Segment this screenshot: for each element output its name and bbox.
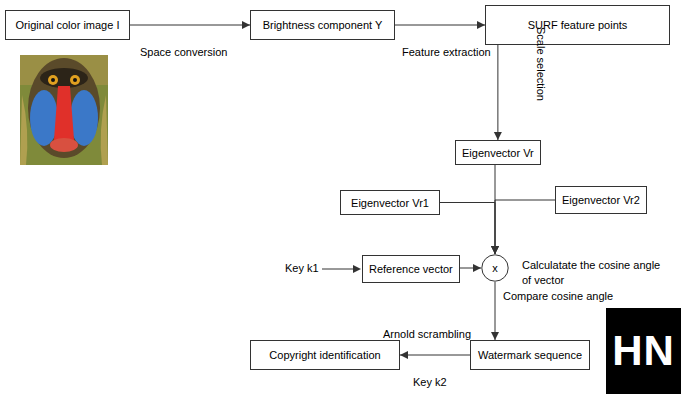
- connector-line: [495, 200, 555, 254]
- connector-line: [440, 203, 495, 255]
- process-box: Watermark sequence: [470, 340, 590, 370]
- process-box: Eigenvector Vr1: [340, 190, 440, 215]
- arrow-head: [242, 21, 250, 29]
- edge-label: Arnold scrambling: [383, 328, 471, 340]
- process-box: Copyright identification: [250, 340, 400, 370]
- key-leader-arrow: [322, 265, 361, 273]
- arrow-head: [491, 332, 499, 340]
- edge-label: Feature extraction: [402, 46, 491, 58]
- node-text: Brightness component Y: [263, 19, 383, 31]
- watermark-image: [606, 308, 681, 394]
- node-text: Eigenvector Vr1: [351, 197, 429, 209]
- connector-arrow: [130, 21, 250, 29]
- process-box: SURF feature points: [485, 5, 670, 45]
- process-box: Eigenvector Vr2: [555, 186, 647, 214]
- arrow-head: [491, 246, 499, 254]
- baboon-image: [20, 55, 108, 165]
- connector-arrow: [494, 45, 502, 140]
- arrow-head: [491, 246, 499, 254]
- process-box: Original color image I: [5, 10, 130, 40]
- connector-arrow: [400, 351, 470, 359]
- process-box: Eigenvector Vr: [455, 140, 541, 165]
- connector-line: [395, 25, 485, 26]
- connector-line: [400, 355, 470, 356]
- note-text: Calculatate the cosine angle of vector: [522, 258, 672, 288]
- circle-shape: [482, 255, 508, 281]
- node-text: Eigenvector Vr2: [562, 194, 640, 206]
- connector-arrow: [491, 282, 499, 340]
- connector-arrow: [440, 203, 499, 255]
- edge-label: Space conversion: [140, 46, 227, 58]
- connector-arrow: [460, 264, 481, 272]
- connector-line: [130, 25, 250, 26]
- arrow-head: [477, 21, 485, 29]
- key-label: Key k1: [285, 262, 319, 274]
- arrow-head: [494, 132, 502, 140]
- connector-line: [495, 282, 496, 340]
- arrow-head: [473, 264, 481, 272]
- connector-line: [497, 45, 498, 140]
- node-text: Watermark sequence: [478, 349, 582, 361]
- process-box: Brightness component Y: [250, 10, 395, 40]
- connector-arrow: [491, 200, 555, 254]
- node-text: Reference vector: [369, 263, 453, 275]
- edge-label: Compare cosine angle: [503, 290, 613, 302]
- key-label: Key k2: [413, 376, 447, 388]
- process-box: Reference vector: [362, 255, 460, 283]
- watermark-text: HN: [612, 327, 675, 375]
- node-text: Eigenvector Vr: [462, 147, 534, 159]
- node-text: x: [492, 262, 498, 274]
- node-text: Copyright identification: [269, 349, 380, 361]
- connector-arrow: [395, 21, 485, 29]
- arrow-head: [400, 351, 408, 359]
- operator-circle: x: [481, 254, 509, 282]
- arrow-head: [491, 246, 499, 254]
- node-text: Original color image I: [16, 19, 120, 31]
- edge-label: Scale selection: [535, 27, 547, 101]
